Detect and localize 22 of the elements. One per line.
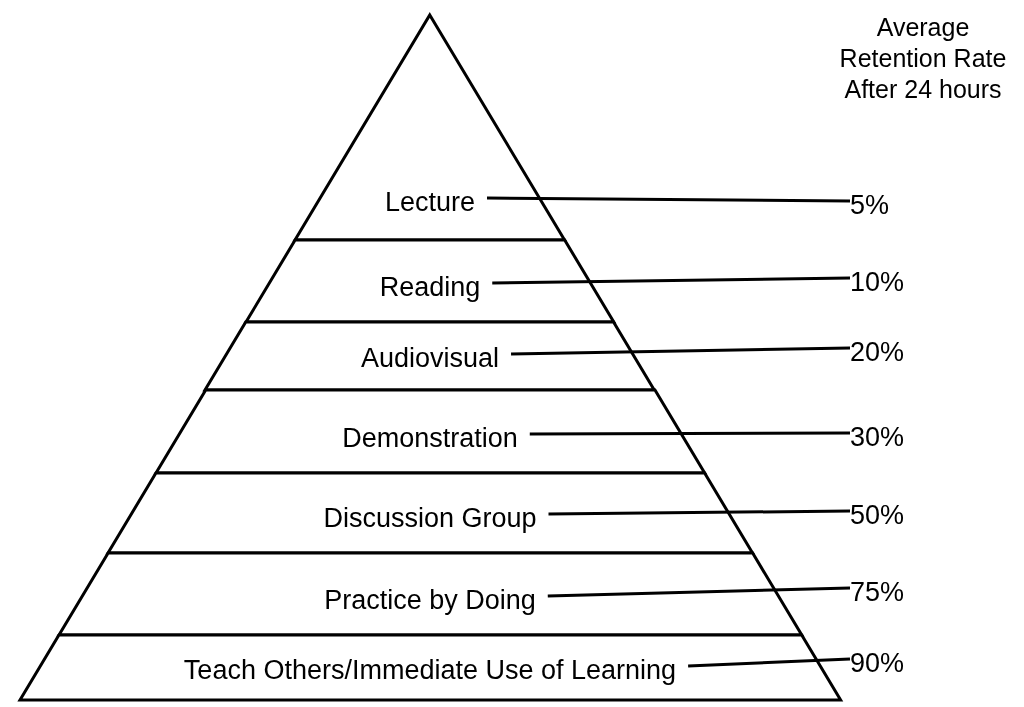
leader-line bbox=[547, 586, 851, 598]
percentage-value: 75% bbox=[850, 576, 905, 608]
percentage-value: 20% bbox=[850, 336, 905, 368]
percentage-value: 5% bbox=[850, 189, 890, 221]
leader-line bbox=[492, 276, 850, 285]
percentage-value: 30% bbox=[850, 421, 905, 453]
leader-line bbox=[511, 346, 851, 356]
leader-line bbox=[688, 657, 851, 668]
band-label: Teach Others/Immediate Use of Learning bbox=[183, 654, 677, 686]
percentage-value: 10% bbox=[850, 266, 905, 298]
band-label: Discussion Group bbox=[323, 502, 537, 534]
leader-line bbox=[548, 509, 850, 516]
column-heading: Average Retention Rate After 24 hours bbox=[838, 12, 1008, 105]
band-label: Lecture bbox=[384, 186, 475, 218]
band-label: Demonstration bbox=[342, 422, 518, 454]
leader-line bbox=[529, 431, 850, 436]
band-label: Practice by Doing bbox=[324, 584, 536, 616]
percentage-value: 90% bbox=[850, 647, 905, 679]
percentage-value: 50% bbox=[850, 499, 905, 531]
leader-line bbox=[487, 196, 850, 203]
band-label: Audiovisual bbox=[360, 342, 500, 374]
band-label: Reading bbox=[379, 271, 481, 303]
